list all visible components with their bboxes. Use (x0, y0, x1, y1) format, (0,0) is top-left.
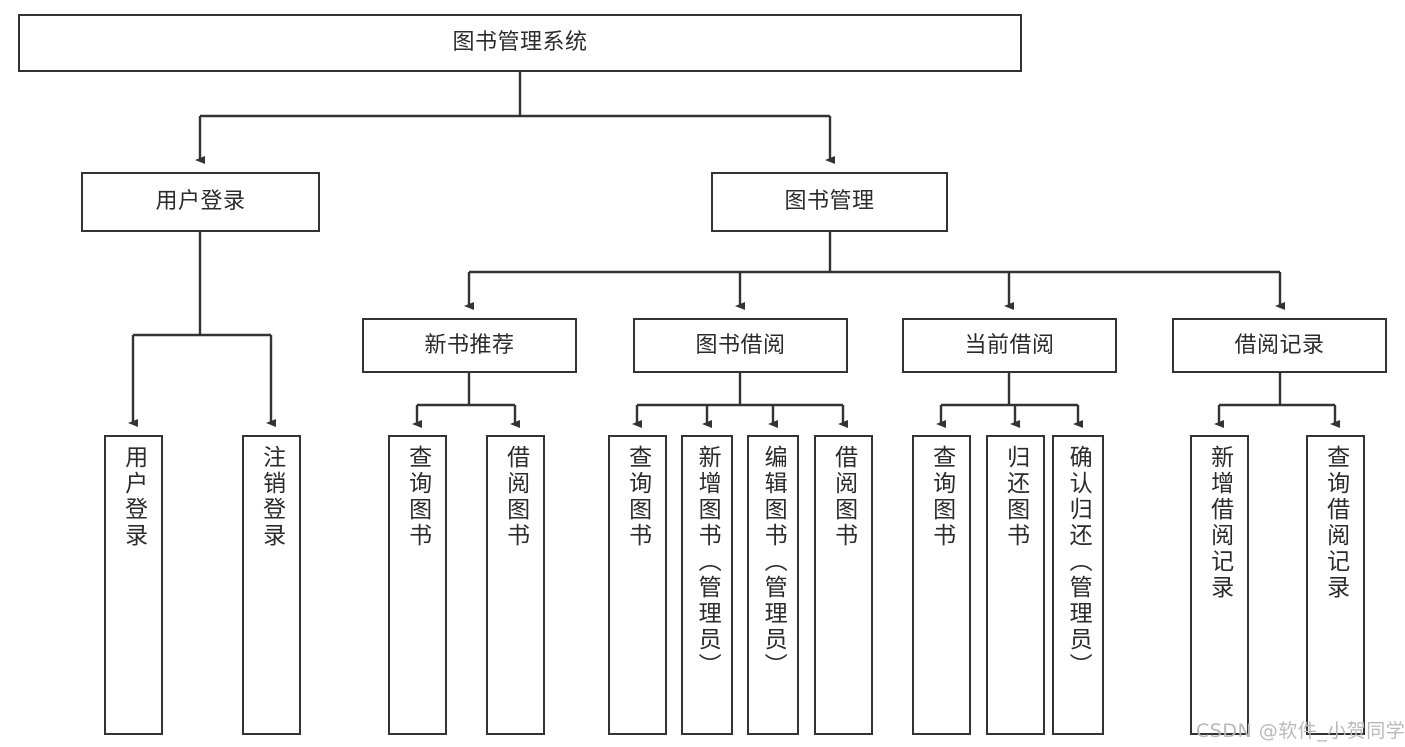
node-leaf-borrow-book-1-label: 借阅图书 (502, 445, 529, 549)
node-leaf-add-book-admin[interactable]: 新增图书（管理员） (681, 435, 733, 735)
node-leaf-borrow-book-2-label: 借阅图书 (830, 445, 857, 549)
node-leaf-add-borrow-record-label: 新增借阅记录 (1206, 445, 1233, 601)
node-leaf-query-book-3[interactable]: 查询图书 (912, 435, 971, 735)
node-root-label: 图书管理系统 (452, 30, 588, 56)
node-leaf-query-book-3-label: 查询图书 (928, 445, 955, 549)
node-leaf-confirm-return-admin[interactable]: 确认归还（管理员） (1052, 435, 1104, 735)
node-leaf-logout[interactable]: 注销登录 (242, 435, 301, 735)
node-new-book-recommend[interactable]: 新书推荐 (362, 318, 577, 373)
node-leaf-borrow-book-1[interactable]: 借阅图书 (486, 435, 545, 735)
node-leaf-edit-book-admin[interactable]: 编辑图书（管理员） (747, 435, 799, 735)
node-book-borrow-label: 图书借阅 (695, 332, 786, 358)
node-current-borrow-label: 当前借阅 (964, 332, 1055, 358)
node-book-borrow[interactable]: 图书借阅 (633, 318, 848, 373)
node-leaf-add-book-admin-label: 新增图书（管理员） (694, 445, 721, 679)
node-leaf-query-book-1-label: 查询图书 (404, 445, 431, 549)
node-current-borrow[interactable]: 当前借阅 (902, 318, 1117, 373)
node-leaf-borrow-book-2[interactable]: 借阅图书 (814, 435, 873, 735)
node-user-login[interactable]: 用户登录 (81, 172, 320, 232)
node-leaf-logout-label: 注销登录 (258, 445, 285, 549)
node-leaf-query-book-2-label: 查询图书 (624, 445, 651, 549)
node-leaf-user-login[interactable]: 用户登录 (104, 435, 163, 735)
node-leaf-return-book[interactable]: 归还图书 (986, 435, 1045, 735)
node-user-login-label: 用户登录 (155, 189, 246, 215)
node-borrow-record[interactable]: 借阅记录 (1172, 318, 1387, 373)
node-leaf-query-book-2[interactable]: 查询图书 (608, 435, 667, 735)
node-new-book-recommend-label: 新书推荐 (424, 332, 515, 358)
node-borrow-record-label: 借阅记录 (1234, 332, 1325, 358)
node-leaf-query-book-1[interactable]: 查询图书 (388, 435, 447, 735)
node-book-manage[interactable]: 图书管理 (711, 172, 948, 232)
csdn-watermark: CSDN @软件_小贺同学 (1196, 720, 1405, 742)
node-leaf-query-borrow-record[interactable]: 查询借阅记录 (1306, 435, 1365, 735)
node-book-manage-label: 图书管理 (784, 189, 875, 215)
node-leaf-add-borrow-record[interactable]: 新增借阅记录 (1190, 435, 1249, 735)
node-leaf-return-book-label: 归还图书 (1002, 445, 1029, 549)
node-leaf-confirm-return-admin-label: 确认归还（管理员） (1065, 445, 1092, 679)
node-root[interactable]: 图书管理系统 (18, 14, 1022, 72)
node-leaf-user-login-label: 用户登录 (120, 445, 147, 549)
node-leaf-query-borrow-record-label: 查询借阅记录 (1322, 445, 1349, 601)
node-leaf-edit-book-admin-label: 编辑图书（管理员） (760, 445, 787, 679)
